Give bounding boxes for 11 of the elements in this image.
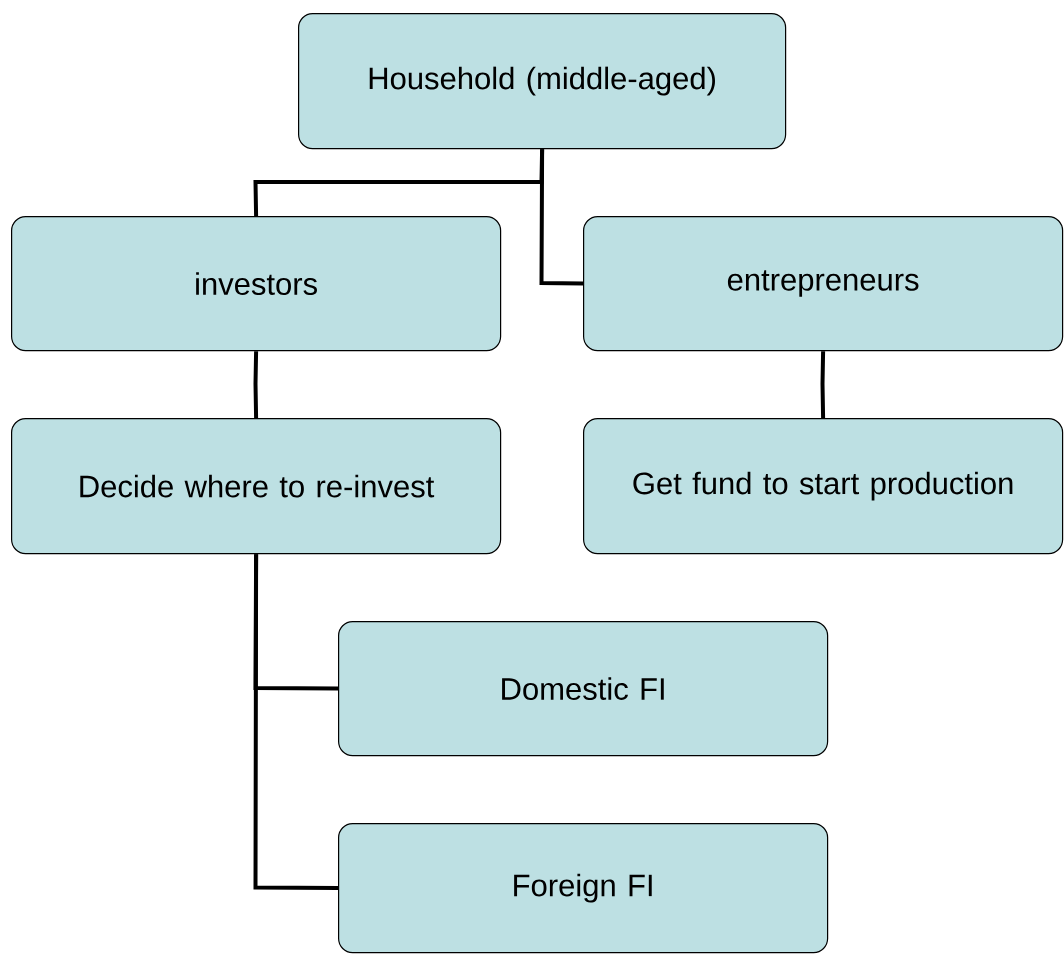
connector-line <box>539 149 584 286</box>
process-box: Household (middle-aged) <box>298 13 787 150</box>
process-box: Foreign FI <box>338 823 829 954</box>
process-box: Get fund to start production <box>583 418 1064 555</box>
process-box: Decide where to re-invest <box>11 418 502 555</box>
connector-line <box>820 351 826 419</box>
connector-line <box>253 351 259 419</box>
process-box: investors <box>11 216 502 352</box>
connector-line <box>253 554 339 891</box>
process-box: entrepreneurs <box>583 216 1064 352</box>
process-box: Domestic FI <box>338 621 829 757</box>
